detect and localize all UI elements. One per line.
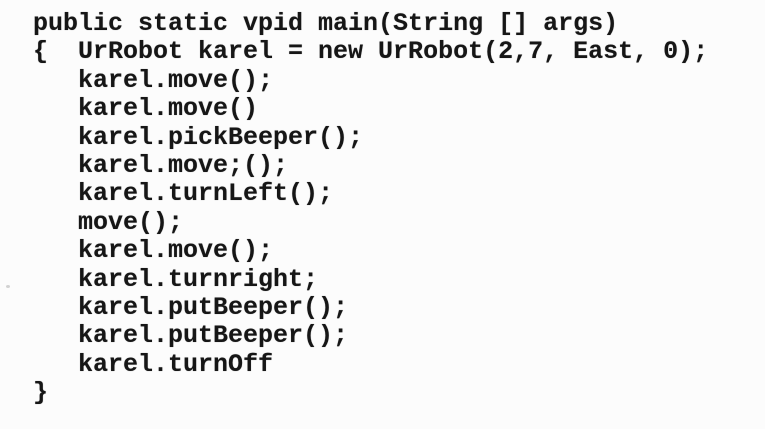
code-block: public static vpid main(String [] args){… <box>33 9 709 408</box>
code-line: public static vpid main(String [] args) <box>33 9 619 38</box>
code-line: karel.putBeeper(); <box>33 293 349 323</box>
code-line: move(); <box>33 207 184 237</box>
code-line: karel.turnright; <box>33 264 319 294</box>
code-line: karel.putBeeper(); <box>33 321 349 351</box>
code-line: karel.turnLeft(); <box>33 179 334 209</box>
code-line: karel.move() <box>33 94 259 124</box>
code-line: } <box>33 378 49 408</box>
code-line: { UrRobot karel = new UrRobot(2,7, East,… <box>33 37 709 67</box>
scan-speck <box>6 285 10 288</box>
code-line: karel.move;(); <box>33 151 289 181</box>
code-line: karel.turnOff <box>33 349 274 379</box>
code-line: karel.move(); <box>33 65 274 95</box>
code-line: karel.pickBeeper(); <box>33 122 364 152</box>
code-line: karel.move(); <box>33 236 274 266</box>
